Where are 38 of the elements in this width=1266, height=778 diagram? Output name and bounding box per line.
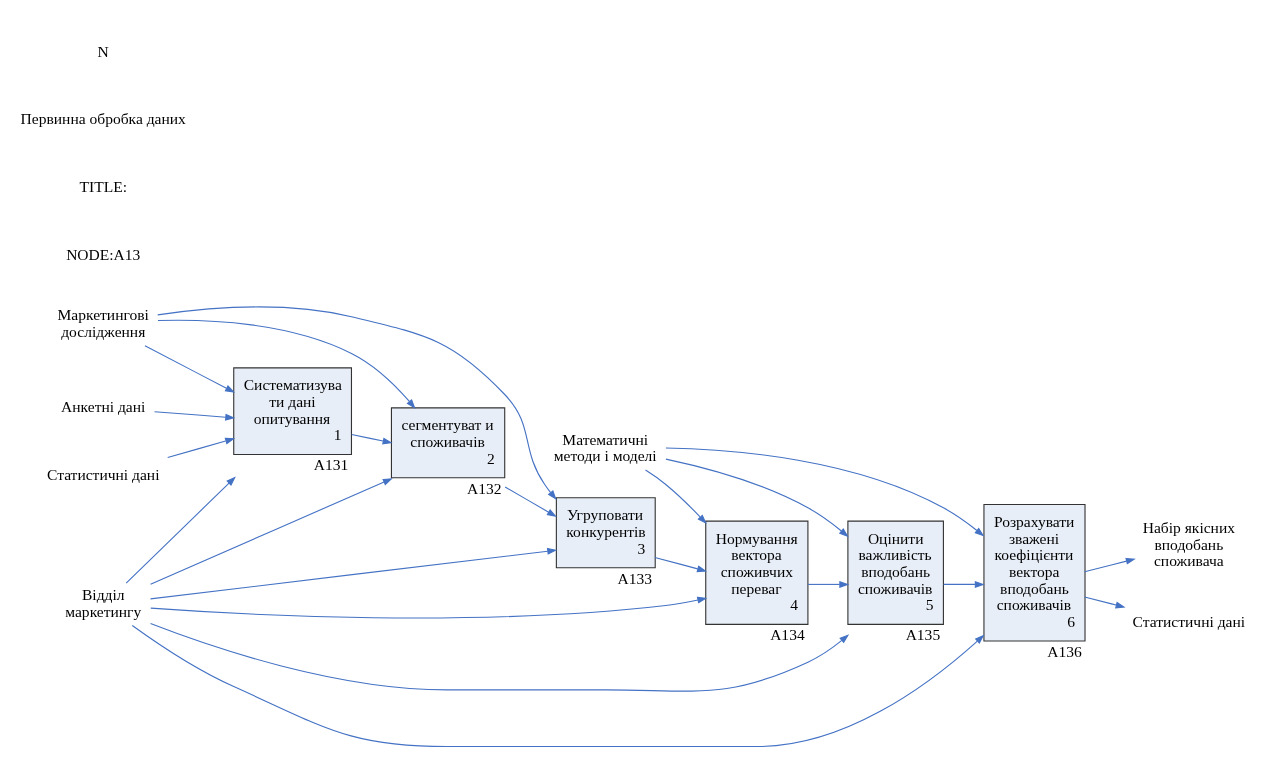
arrow <box>144 344 236 393</box>
node-text: Математичні методи і моделі <box>553 430 657 464</box>
arrow <box>125 475 236 584</box>
node-label: A131 <box>313 455 349 473</box>
label: Первинна обробка даних <box>20 109 186 127</box>
label: TITLE: <box>79 177 127 195</box>
arrow <box>1084 557 1136 572</box>
node-label: A136 <box>1047 642 1082 660</box>
arrow <box>665 446 985 537</box>
node-text: Статистичні дані <box>1132 612 1246 630</box>
arrow <box>157 319 416 409</box>
arrow <box>167 437 236 458</box>
arrow <box>654 556 708 572</box>
node-label: A133 <box>617 569 652 587</box>
node-text: Маркетингові дослідження <box>57 305 149 340</box>
node-text: Набір якісних вподобань споживача <box>1142 518 1235 569</box>
label: NODE:A13 <box>66 245 141 263</box>
arrow <box>644 469 707 524</box>
label: N <box>97 42 109 60</box>
arrow <box>943 580 985 588</box>
node-text: Відділ маркетингу <box>65 585 142 620</box>
node-text: Анкетні дані <box>61 397 146 415</box>
arrow <box>150 477 393 585</box>
node-label: A134 <box>770 625 805 643</box>
arrow <box>504 485 557 517</box>
arrow <box>149 547 558 599</box>
arrow <box>150 596 708 619</box>
arrow <box>807 580 850 588</box>
node-label: A132 <box>466 479 502 497</box>
arrow <box>131 624 985 747</box>
node-text: Статистичні дані <box>47 465 160 483</box>
arrow <box>150 622 850 692</box>
arrow <box>1084 595 1126 608</box>
arrow <box>351 433 393 444</box>
arrow <box>153 410 236 421</box>
arrow <box>157 306 557 500</box>
arrow <box>665 458 849 537</box>
node-label: A135 <box>905 625 941 643</box>
